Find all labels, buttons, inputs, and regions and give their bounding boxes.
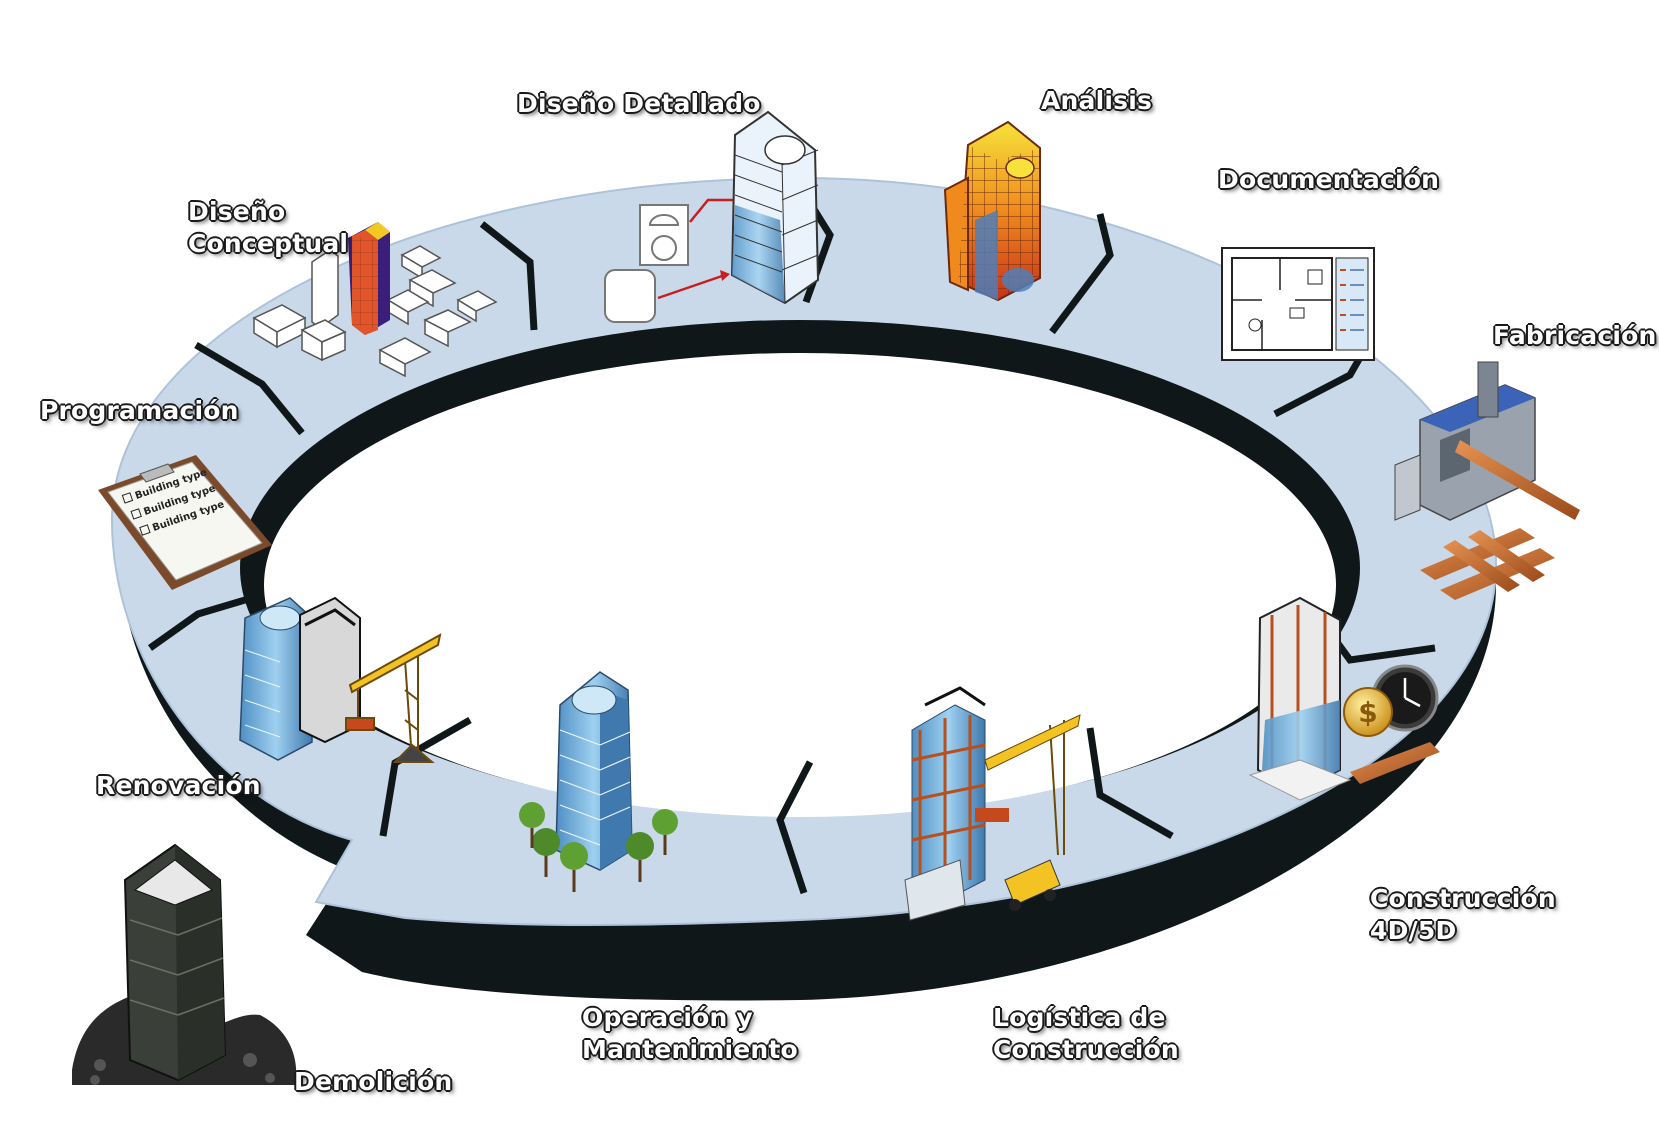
rubble-tower-icon <box>72 843 297 1085</box>
svg-text:$: $ <box>1358 696 1377 729</box>
lifecycle-ring <box>110 176 1498 1001</box>
cnc-machine-icon <box>1394 361 1580 521</box>
label-analisis: Análisis <box>1041 86 1153 115</box>
clipboard-icon: Building type Building type Building typ… <box>98 455 272 590</box>
glass-tower-trees-icon <box>555 671 633 871</box>
timber-beams-icon <box>1420 528 1555 600</box>
label-diseno-detallado: Diseño Detallado <box>517 89 761 118</box>
label-demolicion: Demolición <box>294 1067 453 1096</box>
label-programacion: Programación <box>40 396 239 425</box>
label-documentacion: Documentación <box>1218 165 1440 194</box>
detail-design-icon <box>604 110 820 323</box>
tower-crane-icon <box>345 633 442 763</box>
trees-icon <box>519 802 678 892</box>
renovation-tower-icon <box>239 596 361 761</box>
heatmap-tower-icon <box>943 120 1041 302</box>
construction-site-icon <box>904 686 1081 921</box>
label-renovacion: Renovación <box>96 771 261 800</box>
coin-clock-icon: $ <box>1343 664 1440 784</box>
label-fabricacion: Fabricación <box>1493 321 1657 350</box>
structure-tower-icon <box>1248 596 1352 801</box>
conceptual-tower-icon <box>348 222 390 335</box>
floor-plan-icon <box>1221 247 1375 361</box>
massing-model-icon <box>252 245 498 378</box>
